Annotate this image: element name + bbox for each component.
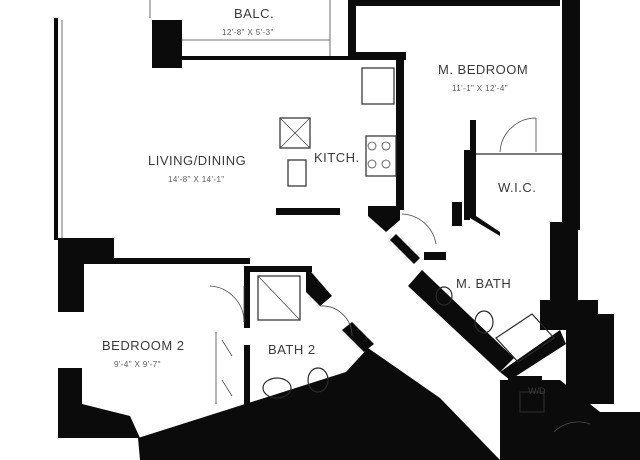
living-dining-label: LIVING/DINING [148,153,246,168]
bath-2-label: BATH 2 [268,342,316,357]
kitchen-label: KITCH. [314,150,360,165]
details [61,0,591,433]
labels: BALC. 12'-8" X 5'-3" M. BEDROOM 11'-1" X… [102,6,546,396]
balcony-label: BALC. [234,6,274,21]
master-bath-label: M. BATH [456,276,511,291]
balcony-dims: 12'-8" X 5'-3" [222,28,274,37]
master-bedroom-label: M. BEDROOM [438,62,528,77]
living-dining-dims: 14'-8" X 14'-1" [168,175,225,184]
walls [54,0,640,460]
bedroom-2-dims: 9'-4" X 9'-7" [114,360,161,369]
bedroom-2-label: BEDROOM 2 [102,338,185,353]
master-bedroom-dims: 11'-1" X 12'-4" [452,84,508,93]
wic-label: W.I.C. [498,180,536,195]
wd-label: W/D [528,386,546,396]
